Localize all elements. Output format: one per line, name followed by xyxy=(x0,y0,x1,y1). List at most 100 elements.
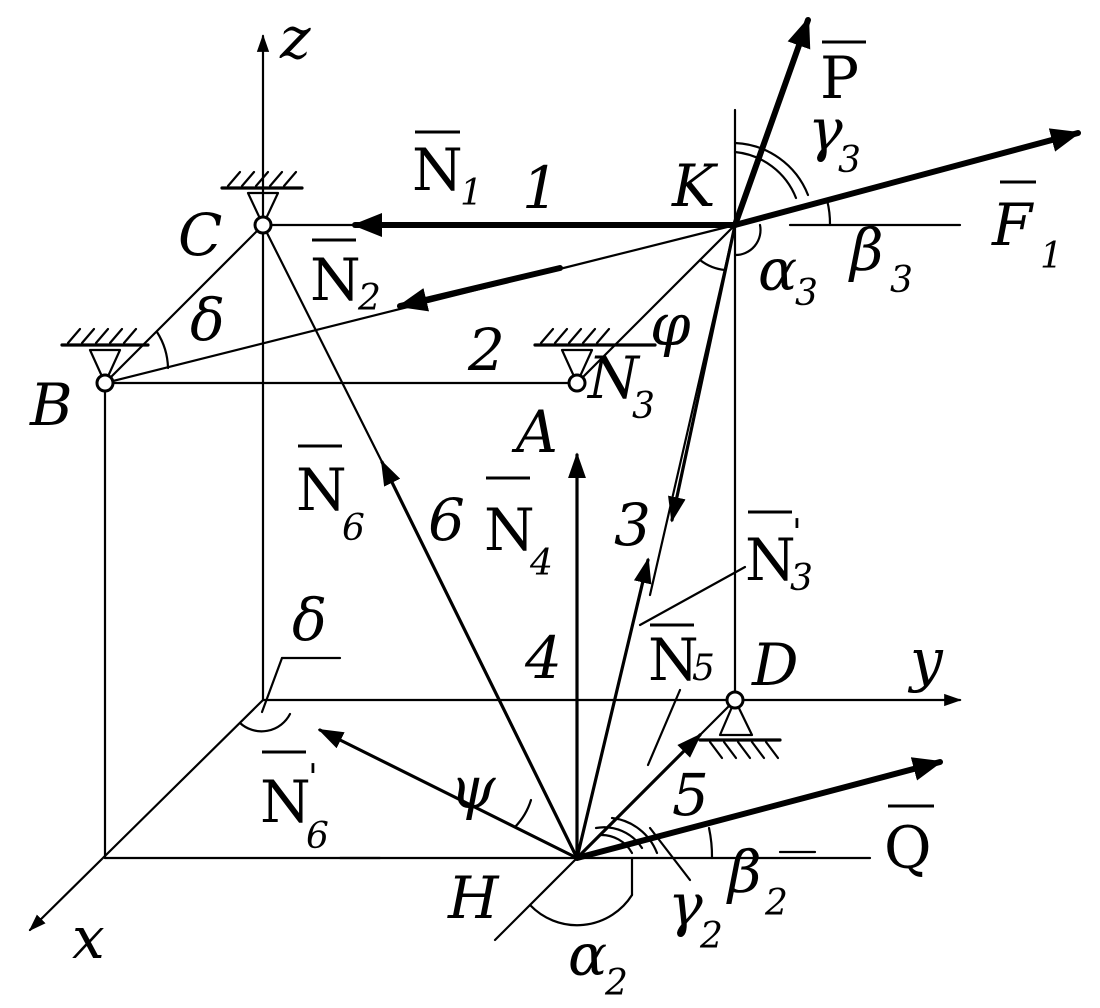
svg-text:1: 1 xyxy=(460,173,483,214)
svg-text:N: N xyxy=(484,496,535,564)
rod-2-label: 2 xyxy=(467,316,505,384)
angle-psi-label: ψ xyxy=(450,754,496,822)
force-n6-arrow xyxy=(380,459,579,860)
force-n3-arrow xyxy=(668,223,737,523)
angle-alpha2-label: α 2 xyxy=(568,921,628,1004)
svg-text:α: α xyxy=(758,236,797,304)
force-f1-arrow xyxy=(732,128,1081,228)
force-n2-arrowhead xyxy=(397,265,563,312)
svg-text:N: N xyxy=(412,136,463,204)
angle-beta2-label: β 2 xyxy=(726,838,788,924)
svg-text:2: 2 xyxy=(604,963,628,1004)
arc-delta-b xyxy=(155,330,170,370)
svg-text:N: N xyxy=(310,246,361,314)
arc-phi xyxy=(698,258,727,272)
svg-text:4: 4 xyxy=(529,543,553,584)
force-n2-label: N 2 xyxy=(310,238,381,319)
svg-text:Q: Q xyxy=(884,814,932,882)
rod-5-label: 5 xyxy=(672,761,709,829)
svg-text:N: N xyxy=(260,768,311,836)
x-axis xyxy=(28,698,265,932)
n5-leader xyxy=(646,688,682,767)
arc-n5-2 xyxy=(594,826,644,850)
svg-text:β: β xyxy=(726,838,762,906)
angle-alpha3-label: α 3 xyxy=(758,236,818,314)
svg-text:': ' xyxy=(308,758,318,799)
angle-beta3-label: β 3 xyxy=(848,216,913,301)
svg-text:6: 6 xyxy=(342,508,365,549)
frame-b-c xyxy=(103,223,265,385)
force-n6-label: N 6 xyxy=(296,444,365,549)
force-p-arrow xyxy=(732,17,811,228)
force-n1-label: N 1 xyxy=(412,130,483,214)
force-n6prime-arrow xyxy=(317,728,579,860)
rod-6-label: 6 xyxy=(428,486,465,554)
support-b xyxy=(60,327,150,393)
svg-text:3: 3 xyxy=(890,260,913,301)
svg-text:3: 3 xyxy=(795,273,818,314)
rod-6-upper xyxy=(261,223,384,464)
arc-delta-o xyxy=(238,712,292,733)
force-n5-arrow xyxy=(575,733,702,860)
z-axis-label: z xyxy=(279,4,311,72)
svg-text:γ: γ xyxy=(808,96,843,164)
svg-text:6: 6 xyxy=(306,816,329,857)
arc-beta2 xyxy=(707,826,714,860)
svg-text:3: 3 xyxy=(838,140,861,181)
svg-text:N: N xyxy=(745,526,796,594)
arc-alpha3 xyxy=(733,223,762,257)
arc-psi xyxy=(513,798,533,829)
point-c-label: C xyxy=(178,201,222,269)
svg-text:5: 5 xyxy=(692,648,715,689)
force-f1-label: F 1 xyxy=(991,180,1063,277)
support-c xyxy=(220,170,304,235)
point-b-label: B xyxy=(29,371,73,439)
svg-text:γ: γ xyxy=(668,871,703,939)
arc-gamma2 xyxy=(610,816,659,855)
svg-text:N: N xyxy=(648,626,699,694)
support-a xyxy=(533,327,657,393)
svg-text:': ' xyxy=(792,513,802,554)
svg-text:F: F xyxy=(991,191,1034,259)
force-n6prime-label: N ' 6 xyxy=(260,750,329,857)
svg-text:2: 2 xyxy=(764,883,788,924)
point-h-label: H xyxy=(447,864,500,932)
svg-text:2: 2 xyxy=(699,916,723,957)
svg-text:1: 1 xyxy=(1040,236,1063,277)
support-d xyxy=(698,690,782,760)
angle-delta-o-label: δ xyxy=(292,586,327,654)
arc-n5 xyxy=(598,833,634,855)
svg-text:α: α xyxy=(568,921,607,989)
arc-gamma3-inner xyxy=(733,150,798,200)
force-p-label: P xyxy=(820,40,866,112)
svg-text:3: 3 xyxy=(790,558,813,599)
arc-beta3 xyxy=(825,198,832,227)
force-n5-label: N 5 xyxy=(648,623,715,694)
force-q-label: Q xyxy=(884,804,934,882)
svg-text:2: 2 xyxy=(357,278,381,319)
svg-text:β: β xyxy=(848,216,884,284)
svg-text:N: N xyxy=(586,344,641,412)
point-d-label: D xyxy=(751,631,799,699)
svg-text:N: N xyxy=(296,456,347,524)
rod-3-label: 3 xyxy=(614,491,651,559)
arc-gamma3 xyxy=(733,141,810,197)
arc-alpha2 xyxy=(528,893,634,927)
rod-1-label: 1 xyxy=(522,154,559,222)
svg-text:3: 3 xyxy=(632,386,655,427)
frame-h-tail xyxy=(493,856,579,942)
delta-leader xyxy=(260,656,284,714)
force-n4-label: N 4 xyxy=(484,476,553,584)
gamma2-leader xyxy=(648,826,692,882)
n3prime-leader xyxy=(638,565,747,627)
rod-4-label: 4 xyxy=(524,624,562,692)
force-n3prime-label: N ' 3 xyxy=(745,510,813,599)
svg-text:P: P xyxy=(820,44,859,112)
angle-delta-b-label: δ xyxy=(190,286,225,354)
x-axis-label: x xyxy=(72,904,105,972)
point-k-label: K xyxy=(671,152,719,220)
point-a-label: A xyxy=(511,398,558,466)
y-axis-label: y xyxy=(907,626,944,694)
